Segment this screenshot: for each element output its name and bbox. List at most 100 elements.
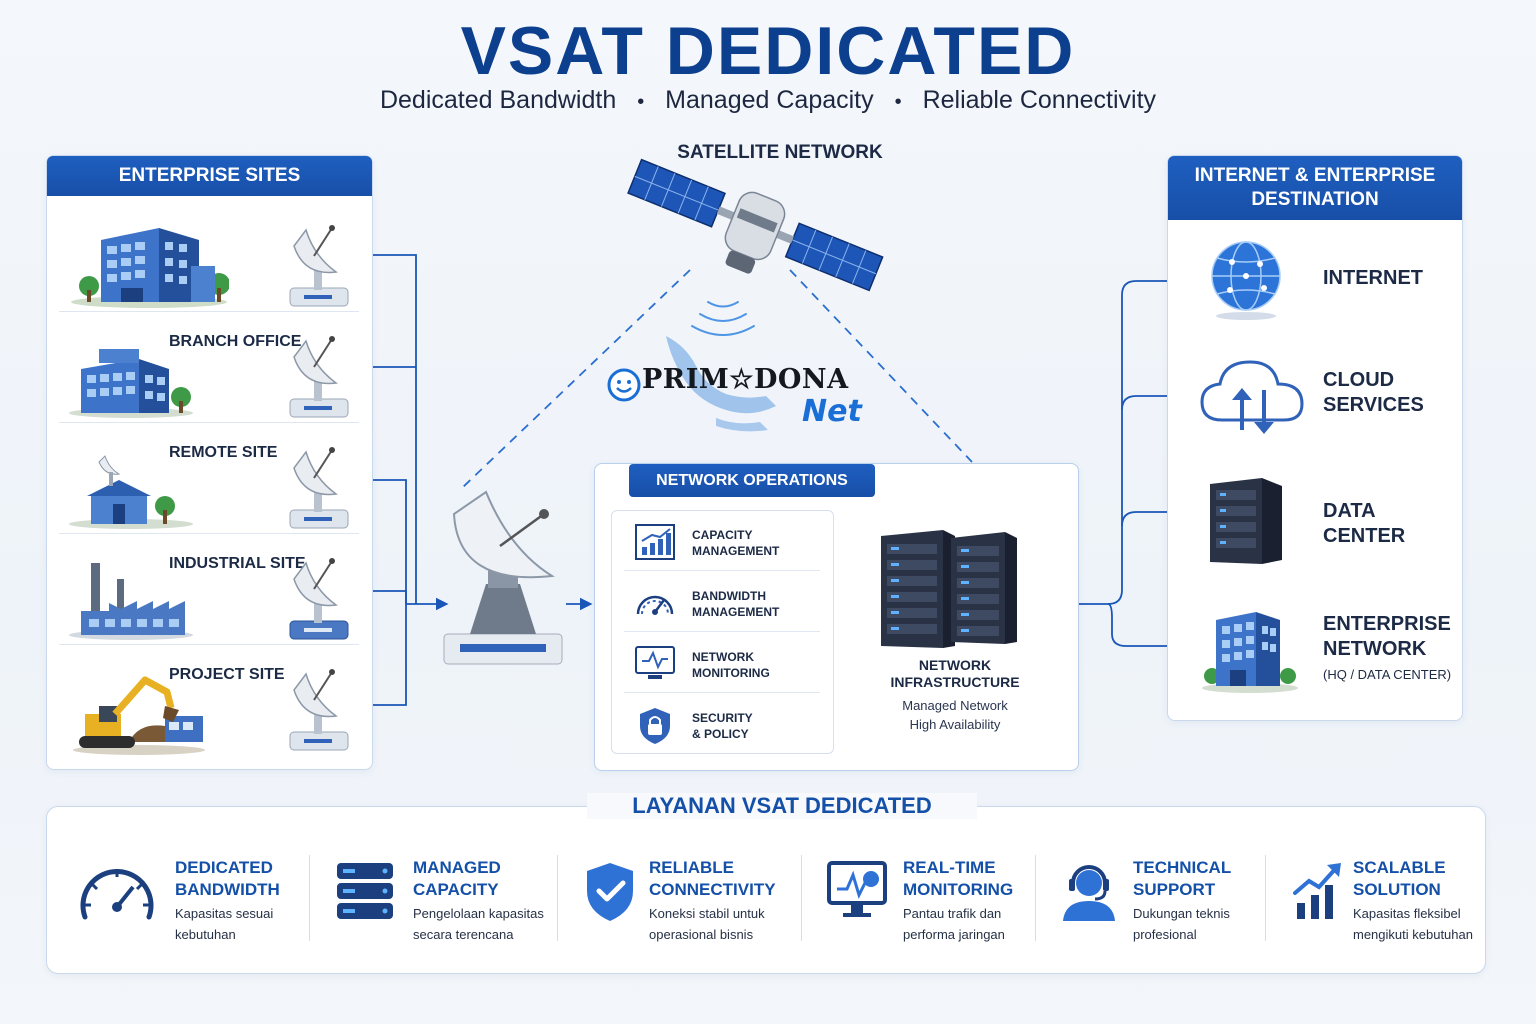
dest-connector-cloud <box>1121 389 1187 411</box>
downlink-dashed-line <box>789 269 973 463</box>
site-row-project-site: PROJECT SITE <box>59 648 359 756</box>
server-rack-icon <box>1210 478 1282 564</box>
satellite-icon <box>627 158 884 292</box>
subtitle-separator: • <box>894 91 902 113</box>
globe-icon <box>1211 241 1281 320</box>
signal-waves-icon <box>691 301 755 336</box>
dest-connector-internet <box>1107 274 1187 605</box>
enterprise-sites-panel: ENTERPRISE SITES <box>46 155 373 770</box>
satellite-network-label: SATELLITE NETWORK <box>677 142 883 163</box>
monitor-chart-icon <box>827 861 887 917</box>
site-label: INDUSTRIAL SITE <box>169 555 306 572</box>
headset-icon <box>1063 865 1115 921</box>
dest-connector-enterprise <box>1107 603 1187 653</box>
service-divider <box>1265 855 1266 941</box>
site-row-industrial-site: INDUSTRIAL SITE <box>59 537 359 645</box>
service-divider <box>309 855 310 941</box>
site-row-branch-office: BRANCH OFFICE <box>59 315 359 423</box>
site-connector <box>356 254 417 604</box>
server-stack-icon <box>337 863 393 919</box>
ops-item-security-policy: SECURITY& POLICY <box>624 694 820 754</box>
dest-connector-datacenter <box>1121 505 1187 527</box>
dest-label-data-center: DATA CENTER <box>1323 500 1406 547</box>
ground-hub-antenna-icon <box>443 490 563 665</box>
vsat-dish-icon <box>289 669 349 751</box>
cloud-icon <box>1200 360 1304 434</box>
ops-item-label: SECURITY& POLICY <box>692 711 753 741</box>
excavator-icon <box>73 676 205 755</box>
gauge-icon <box>636 595 674 615</box>
service-divider <box>557 855 558 941</box>
page-title: VSAT DEDICATED <box>460 13 1076 89</box>
branch-building-icon <box>69 349 193 418</box>
site-label: BRANCH OFFICE <box>169 333 302 350</box>
logo-wordmark: PRIM☆DONA <box>642 364 849 395</box>
lock-icon <box>640 708 670 744</box>
site-row-remote-site: REMOTE SITE <box>59 426 359 534</box>
bar-chart-icon <box>635 524 675 560</box>
vsat-dish-icon <box>289 336 349 418</box>
services-heading: LAYANAN VSAT DEDICATED <box>587 793 977 819</box>
dest-sublabel: (HQ / DATA CENTER) <box>1323 667 1452 682</box>
uplink-dashed-line <box>461 269 691 489</box>
enterprise-building-icon <box>1202 612 1298 693</box>
factory-icon <box>69 563 193 640</box>
site-label: PROJECT SITE <box>169 666 285 683</box>
enterprise-sites-heading: ENTERPRISE SITES <box>47 156 372 196</box>
subtitle-item: Dedicated Bandwidth <box>379 86 617 114</box>
indonesia-map-icon <box>666 336 776 432</box>
dest-label-internet: INTERNET <box>1323 267 1423 289</box>
logo-net: Net <box>802 394 862 429</box>
vsat-dish-icon <box>289 558 349 640</box>
smiley-icon <box>607 368 641 402</box>
service-divider <box>801 855 802 941</box>
speedometer-icon <box>80 869 154 920</box>
remote-hut-icon <box>69 455 193 529</box>
service-divider <box>1035 855 1036 941</box>
vsat-dish-icon <box>289 225 349 307</box>
monitor-icon <box>635 646 675 679</box>
server-rack-icon <box>881 530 1017 648</box>
site-row-headquarters <box>59 204 359 312</box>
site-label: REMOTE SITE <box>169 444 278 461</box>
subtitle-item: Managed Capacity <box>665 86 874 114</box>
growth-chart-icon <box>1293 863 1341 919</box>
page-subtitle: Dedicated Bandwidth • Managed Capacity •… <box>0 86 1536 115</box>
network-operations-heading: NETWORK OPERATIONS <box>629 464 875 497</box>
office-building-icon <box>71 228 229 308</box>
subtitle-item: Reliable Connectivity <box>922 86 1157 114</box>
subtitle-separator: • <box>637 91 645 113</box>
